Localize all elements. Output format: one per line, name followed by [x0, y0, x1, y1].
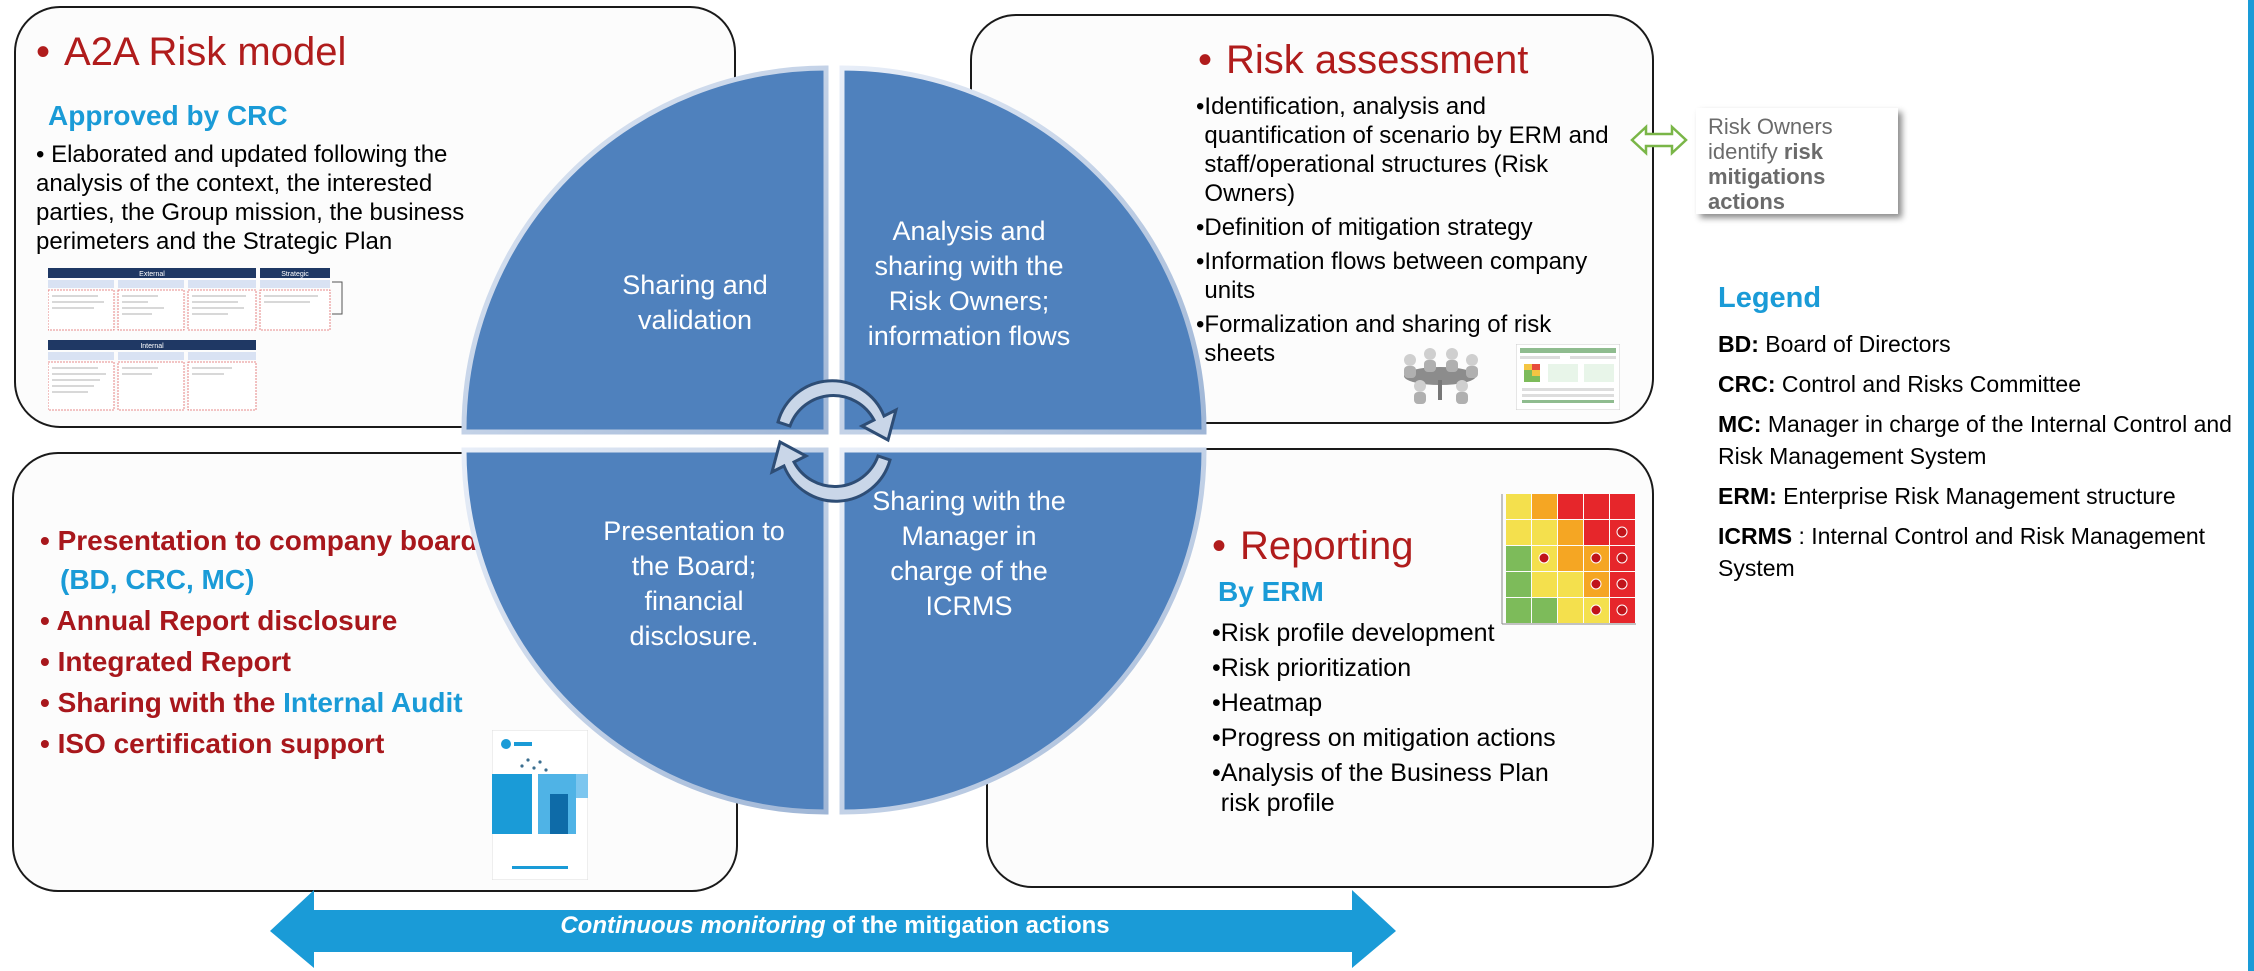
report-cover-image [492, 730, 588, 880]
heatmap-cell [1532, 520, 1557, 545]
circle-label-q3: Presentation to the Board; financial dis… [603, 516, 785, 651]
legend-title: Legend [1718, 282, 1822, 314]
thumb-external: External [139, 271, 165, 278]
quadrant-presentation-board [461, 447, 829, 815]
heatmap-dot [1616, 578, 1628, 590]
heatmap-cell [1532, 494, 1557, 519]
heatmap-dot [1616, 604, 1628, 616]
reporting-heading: •Reporting [1212, 524, 1414, 568]
legend-item-crc: CRC: Control and Risks Committee [1718, 371, 2081, 397]
heatmap-dot [1590, 552, 1602, 564]
heatmap-dot [1616, 552, 1628, 564]
heatmap-dot [1538, 552, 1550, 564]
assessment-heading: •Risk assessment [1198, 38, 1529, 82]
disclosure-item: (BD, CRC, MC) [60, 564, 255, 595]
model-text: • Elaborated and updated following the a… [36, 141, 465, 255]
risk-sheet-image [1516, 344, 1620, 410]
reporting-item: •Risk profile development [1212, 619, 1495, 647]
heatmap-dot [1590, 604, 1602, 616]
reporting-item: •Progress on mitigation actions [1212, 724, 1556, 752]
legend-item-erm: ERM: Enterprise Risk Management structur… [1718, 483, 2176, 509]
legend-item-mc: MC: Manager in charge of the Internal Co… [1718, 411, 2232, 469]
reporting-sub: By ERM [1218, 576, 1324, 607]
heatmap-cell [1584, 494, 1609, 519]
heatmap-cell [1558, 520, 1583, 545]
heatmap-cell [1532, 572, 1557, 597]
model-sub: Approved by CRC [48, 100, 288, 131]
right-edge-bar [2248, 0, 2254, 971]
heatmap-dot [1616, 526, 1628, 538]
double-arrow-icon [1630, 124, 1688, 156]
reporting-item: •Risk prioritization [1212, 654, 1412, 682]
model-heading: •A2A Risk model [36, 30, 347, 74]
assessment-item: •Definition of mitigation strategy [1196, 214, 1533, 241]
reporting-item: •Heatmap [1212, 689, 1323, 717]
reporting-item: •Analysis of the Business Plan risk prof… [1212, 759, 1549, 817]
thumb-strategic: Strategic [281, 271, 309, 278]
meeting-image [1404, 348, 1478, 404]
thumb-internal: Internal [140, 343, 164, 350]
heatmap-dot [1590, 578, 1602, 590]
heatmap-cell [1506, 494, 1531, 519]
disclosure-item: • ISO certification support [40, 728, 385, 759]
heatmap-cell [1532, 598, 1557, 623]
quadrant-sharing-manager [839, 447, 1207, 815]
disclosure-list: • Presentation to company boards (BD, CR… [40, 520, 510, 764]
heatmap-cell [1506, 520, 1531, 545]
circle-label-q2: Analysis and sharing with the Risk Owner… [867, 216, 1071, 351]
monitoring-arrow [270, 890, 1396, 968]
assessment-item: •Identification, analysis and quantifica… [1196, 93, 1609, 207]
heatmap-cell [1610, 494, 1635, 519]
disclosure-item: • Sharing with the Internal Audit [40, 687, 463, 718]
reporting-list: •Risk profile development •Risk prioriti… [1212, 618, 1612, 823]
heatmap-image [1501, 494, 1636, 625]
model-thumbnail: External Strategic Internal [48, 268, 343, 411]
owners-note: Risk Owners identify risk mitigations ac… [1696, 108, 1898, 214]
legend-item-icrms: ICRMS : Internal Control and Risk Manage… [1718, 523, 2206, 581]
monitoring-label: Continuous monitoring of the mitigation … [560, 912, 1110, 939]
circle-label-q4: Sharing with the Manager in charge of th… [872, 486, 1066, 621]
cycle-arrow-icon [769, 379, 899, 503]
heatmap-cell [1506, 572, 1531, 597]
heatmap-cell [1558, 494, 1583, 519]
legend-item-bd: BD: Board of Directors [1718, 331, 1951, 357]
heatmap-cell [1506, 546, 1531, 571]
disclosure-item: • Presentation to company boards [40, 525, 494, 556]
heatmap-cell [1584, 520, 1609, 545]
disclosure-item: • Annual Report disclosure [40, 605, 398, 636]
central-circle [461, 65, 1207, 815]
quadrant-sharing-validation [461, 65, 829, 435]
assessment-list: •Identification, analysis and quantifica… [1196, 92, 1628, 373]
heatmap-cell [1558, 598, 1583, 623]
disclosure-item: • Integrated Report [40, 646, 291, 677]
circle-label-q1: Sharing and validation [622, 270, 768, 335]
heatmap-cell [1558, 572, 1583, 597]
assessment-item: •Formalization and sharing of risk sheet… [1196, 311, 1552, 367]
quadrant-analysis-sharing [839, 65, 1207, 435]
heatmap-cell [1506, 598, 1531, 623]
assessment-item: •Information flows between company units [1196, 248, 1588, 304]
heatmap-cell [1558, 546, 1583, 571]
